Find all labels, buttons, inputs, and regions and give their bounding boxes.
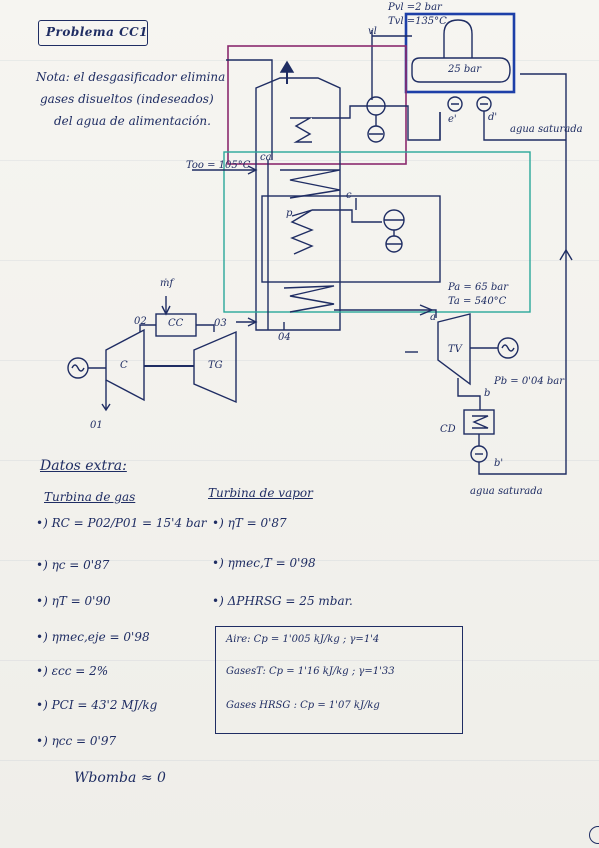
drum-shape	[411, 57, 511, 83]
gas-item-eta-cc: •) ηcc = 0'97	[36, 734, 117, 748]
gas-item-eta-t: •) ηT = 0'90	[36, 594, 111, 608]
gas-item-rc: •) RC = P02/P01 = 15'4 bar	[36, 516, 207, 530]
label-vl: vl	[368, 26, 377, 37]
label-o4: 04	[278, 332, 291, 343]
gas-item-eta-mec: •) ηmec,eje = 0'98	[36, 630, 150, 644]
label-agua-saturada-top: agua saturada	[510, 124, 583, 135]
label-pvl: Pvl =2 bar	[388, 2, 442, 13]
compressor-shape	[105, 328, 145, 402]
label-too: Too = 105°C	[186, 160, 251, 171]
note-line-3: del agua de alimentación.	[54, 114, 211, 128]
page-rule	[0, 460, 599, 461]
wbomba-note: Wbomba ≈ 0	[74, 770, 166, 786]
label-a: a	[430, 312, 436, 323]
label-cd: CD	[440, 424, 456, 435]
label-ta: Ta = 540°C	[448, 296, 507, 307]
exhaust-arrow-icon	[279, 60, 295, 73]
steam-turbine-header: Turbina de vapor	[208, 486, 313, 500]
label-tvl: Tvl =135°C	[388, 16, 447, 27]
pump-e-icon	[447, 96, 463, 112]
label-agua-saturada-bottom: agua saturada	[470, 486, 543, 497]
page-rule	[0, 160, 599, 161]
label-drum-pressure: 25 bar	[448, 64, 482, 75]
page-rule	[0, 260, 599, 261]
label-p: p	[286, 208, 293, 219]
prop-gases-hrsg: Gases HRSG : Cp = 1'07 kJ/kg	[226, 700, 380, 711]
gas-item-pci: •) PCI = 43'2 MJ/kg	[36, 698, 158, 712]
label-o1: 01	[90, 420, 103, 431]
label-cc: CC	[168, 318, 184, 329]
label-compressor: C	[120, 360, 128, 371]
page-rule	[0, 360, 599, 361]
degasifier-dome	[443, 19, 473, 58]
note-line-1: Nota: el desgasificador elimina	[36, 70, 226, 84]
gas-item-eta-c: •) ηc = 0'87	[36, 558, 110, 572]
page-rule	[0, 60, 599, 61]
page-rule	[0, 760, 599, 761]
label-c: c	[346, 190, 352, 201]
properties-box	[215, 626, 463, 734]
steam-turbine-shape	[437, 313, 471, 386]
label-e-prime: e'	[448, 114, 457, 125]
prop-gases-t: GasesT: Cp = 1'16 kJ/kg ; γ=1'33	[226, 666, 395, 677]
label-tv: TV	[448, 344, 462, 355]
datos-header: Datos extra:	[40, 458, 127, 474]
label-b-prime: b'	[494, 458, 504, 469]
economizer-section-box	[227, 45, 407, 165]
gas-turbine-shape	[193, 330, 237, 404]
gas-turbine-header: Turbina de gas	[44, 490, 136, 504]
vapor-item-eta-mec: •) ηmec,T = 0'98	[212, 556, 316, 570]
page-rule	[0, 660, 599, 661]
vapor-item-eta-t: •) ηT = 0'87	[212, 516, 287, 530]
title-box	[38, 20, 148, 46]
label-o2: 02	[134, 316, 147, 327]
page-rule	[0, 560, 599, 561]
gas-item-epsilon-cc: •) εcc = 2%	[36, 664, 109, 678]
label-pb: Pb = 0'04 bar	[494, 376, 565, 387]
label-mf: ṁf	[160, 278, 174, 289]
problem-title: Problema CC1	[46, 25, 149, 39]
note-line-2: gases disueltos (indeseados)	[40, 92, 214, 106]
evaporator-section-box	[223, 151, 531, 313]
label-o3: 03	[214, 318, 227, 329]
evaporator-inner-box	[261, 195, 441, 283]
label-pa: Pa = 65 bar	[448, 282, 509, 293]
label-d-prime: d'	[488, 112, 498, 123]
hrsg-housing	[255, 77, 341, 331]
condenser-box	[463, 409, 495, 435]
label-b: b	[484, 388, 491, 399]
label-tg: TG	[208, 360, 223, 371]
label-ca: ca	[260, 152, 272, 163]
vapor-item-delta-p: •) ΔPHRSG = 25 mbar.	[212, 594, 353, 608]
prop-aire: Aire: Cp = 1'005 kJ/kg ; γ=1'4	[226, 634, 380, 645]
